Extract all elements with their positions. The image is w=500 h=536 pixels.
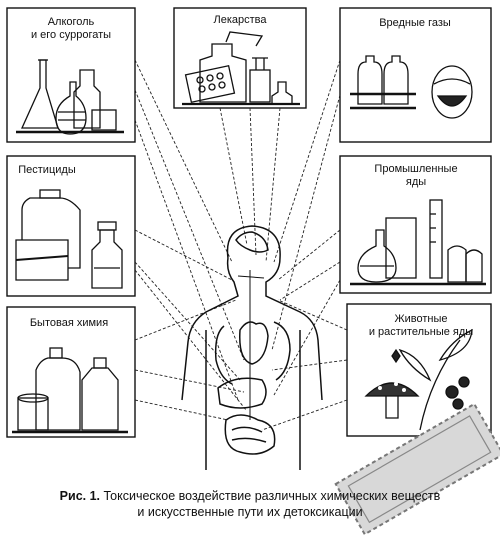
industrial-label-2: яды	[406, 176, 426, 188]
box-household	[6, 306, 136, 438]
box-alcohol	[6, 7, 136, 143]
caption-line-1: Токсическое воздействие различных химиче…	[103, 489, 441, 503]
drugs-label: Лекарства	[213, 14, 267, 26]
industrial-label-1: Промышленные	[374, 163, 457, 175]
pesticides-label: Пестициды	[18, 164, 76, 176]
bottles-icon	[16, 59, 124, 135]
figure-caption: Рис. 1. Токсическое воздействие различны…	[0, 488, 500, 520]
gases-label: Вредные газы	[379, 17, 451, 29]
stamp-mark	[334, 402, 500, 536]
mushroom-plant-icon	[364, 328, 473, 431]
lab-glassware-icon	[350, 199, 486, 286]
gas-mask-icon	[350, 55, 473, 119]
connector-lines	[134, 59, 348, 431]
pills-icon	[182, 31, 300, 106]
caption-line-2: и искусственные пути их детоксикации	[137, 505, 363, 519]
alcohol-label-2: и его суррогаты	[31, 29, 111, 41]
household-label: Бытовая химия	[30, 317, 108, 329]
canister-icon	[15, 189, 123, 289]
box-industrial	[339, 155, 492, 294]
animal-plant-label-1: Животные	[394, 313, 447, 325]
alcohol-label-1: Алкоголь	[48, 16, 95, 28]
caption-prefix: Рис. 1.	[59, 489, 101, 503]
box-drugs	[173, 7, 307, 109]
box-pesticides	[6, 155, 136, 297]
detergent-icon	[12, 347, 128, 434]
box-gases	[339, 7, 492, 143]
human-body-icon	[181, 225, 323, 470]
animal-plant-label-2: и растительные яды	[369, 326, 473, 338]
